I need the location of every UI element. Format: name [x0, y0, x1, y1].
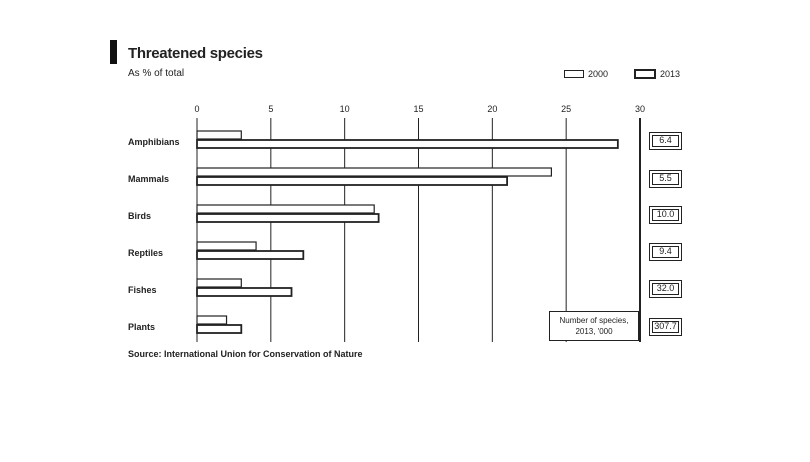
right-value-box: 9.4: [649, 243, 682, 261]
legend-swatch-2000: [564, 70, 584, 78]
right-value-box: 5.5: [649, 170, 682, 188]
legend-label-2013: 2013: [660, 69, 681, 79]
category-label: Birds: [128, 211, 151, 221]
bar-2013-reptiles: [196, 250, 305, 260]
x-tick-label: 0: [194, 104, 199, 114]
x-tick-label: 5: [268, 104, 273, 114]
chart-subtitle: As % of total: [128, 68, 185, 79]
category-label: Amphibians: [128, 137, 180, 147]
right-value-box: 6.4: [649, 132, 682, 150]
x-tick-label: 20: [487, 104, 497, 114]
category-label: Plants: [128, 322, 155, 332]
category-label: Reptiles: [128, 248, 163, 258]
legend-item-2013: 2013: [634, 69, 680, 79]
right-value-box: 32.0: [649, 280, 682, 298]
title-accent-bar: [110, 40, 117, 64]
bar-2013-amphibians: [196, 139, 619, 149]
bar-2013-mammals: [196, 176, 509, 186]
category-label: Fishes: [128, 285, 157, 295]
right-value-box: 307.7: [649, 318, 682, 336]
bar-2000-mammals: [196, 167, 552, 177]
x-tick-label: 25: [561, 104, 571, 114]
bar-2000-fishes: [196, 278, 242, 288]
category-label: Mammals: [128, 174, 169, 184]
chart-title: Threatened species: [128, 45, 263, 62]
legend-label-2000: 2000: [588, 69, 609, 79]
x-tick-label: 30: [635, 104, 645, 114]
bar-2000-amphibians: [196, 130, 242, 140]
right-value-box: 10.0: [649, 206, 682, 224]
bar-2013-birds: [196, 213, 380, 223]
bar-2000-plants: [196, 315, 228, 325]
legend-swatch-2013: [634, 69, 656, 79]
chart-source: Source: International Union for Conserva…: [128, 349, 363, 359]
bar-2000-reptiles: [196, 241, 257, 251]
legend-item-2000: 2000: [564, 69, 608, 79]
bar-2000-birds: [196, 204, 375, 214]
x-tick-label: 10: [340, 104, 350, 114]
bar-2013-plants: [196, 324, 243, 334]
species-count-note: Number of species, 2013, '000: [549, 311, 639, 341]
bar-2013-fishes: [196, 287, 293, 297]
x-tick-label: 15: [413, 104, 423, 114]
